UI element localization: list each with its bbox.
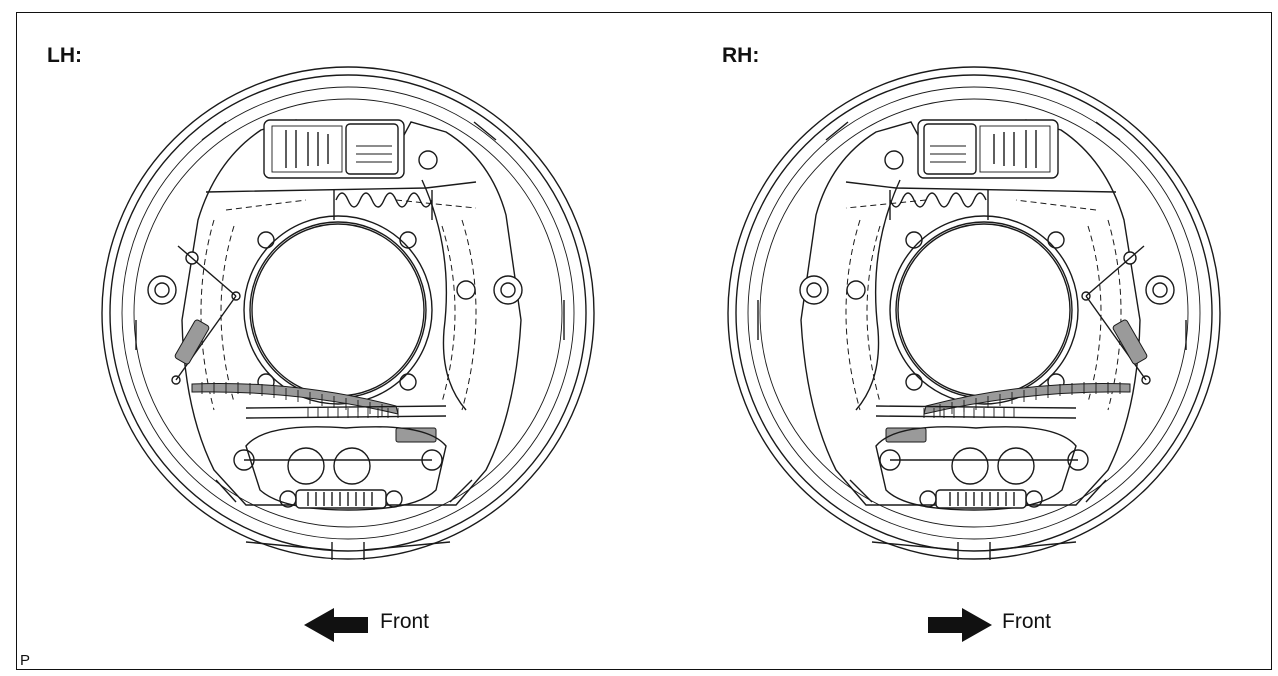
- diagram-frame: [16, 12, 1272, 670]
- lh-brake-assembly: [101, 66, 595, 560]
- rh-brake-assembly: [727, 66, 1221, 561]
- figure-code: P: [20, 652, 31, 669]
- lh-front-label: Front: [380, 610, 430, 633]
- left-arrow-icon: [304, 608, 368, 642]
- rh-label: RH:: [722, 44, 760, 67]
- rh-front-label: Front: [1002, 610, 1052, 633]
- lh-label: LH:: [47, 44, 82, 67]
- right-arrow-icon: [928, 608, 992, 642]
